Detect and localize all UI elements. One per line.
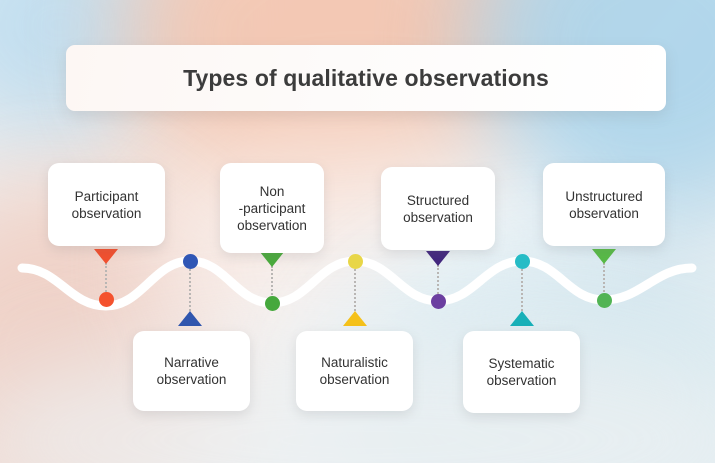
node-label-naturalistic-observation: Naturalistic observation (319, 355, 390, 387)
node-label-non-participant-observation: Non -participant observation (237, 183, 307, 233)
wave-dot-non-participant-observation (264, 295, 280, 311)
wave-dot-structured-observation (430, 293, 446, 309)
node-label-systematic-observation: Systematic observation (486, 356, 557, 388)
node-card-participant-observation[interactable]: Participant observation (48, 163, 165, 246)
connector-line-non-participant-observation (271, 266, 275, 303)
pointer-triangle-participant-observation (94, 249, 118, 264)
node-label-structured-observation: Structured observation (403, 192, 473, 225)
title-card: Types of qualitative observations (66, 45, 666, 111)
node-label-participant-observation: Participant observation (71, 188, 142, 221)
node-card-narrative-observation[interactable]: Narrative observation (133, 331, 250, 411)
pointer-triangle-naturalistic-observation (343, 311, 367, 326)
node-card-naturalistic-observation[interactable]: Naturalistic observation (296, 331, 413, 411)
node-label-narrative-observation: Narrative observation (156, 355, 227, 387)
pointer-triangle-structured-observation (426, 251, 450, 266)
node-card-systematic-observation[interactable]: Systematic observation (463, 331, 580, 413)
connector-line-narrative-observation (189, 269, 193, 311)
node-card-non-participant-observation[interactable]: Non -participant observation (220, 163, 324, 253)
node-card-structured-observation[interactable]: Structured observation (381, 167, 495, 250)
connector-line-systematic-observation (521, 269, 525, 311)
wave-dot-systematic-observation (514, 253, 530, 269)
wave-dot-narrative-observation (182, 253, 198, 269)
wave-dot-unstructured-observation (596, 292, 612, 308)
connector-line-structured-observation (437, 265, 441, 301)
node-label-unstructured-observation: Unstructured observation (565, 188, 643, 221)
connector-line-participant-observation (105, 263, 109, 299)
connector-line-unstructured-observation (603, 263, 607, 300)
pointer-triangle-systematic-observation (510, 311, 534, 326)
pointer-triangle-non-participant-observation (260, 252, 284, 267)
connector-line-naturalistic-observation (354, 269, 358, 311)
wave-dot-participant-observation (98, 291, 114, 307)
node-card-unstructured-observation[interactable]: Unstructured observation (543, 163, 665, 246)
wave-dot-naturalistic-observation (347, 253, 363, 269)
pointer-triangle-narrative-observation (178, 311, 202, 326)
page-title: Types of qualitative observations (183, 64, 549, 91)
pointer-triangle-unstructured-observation (592, 249, 616, 264)
